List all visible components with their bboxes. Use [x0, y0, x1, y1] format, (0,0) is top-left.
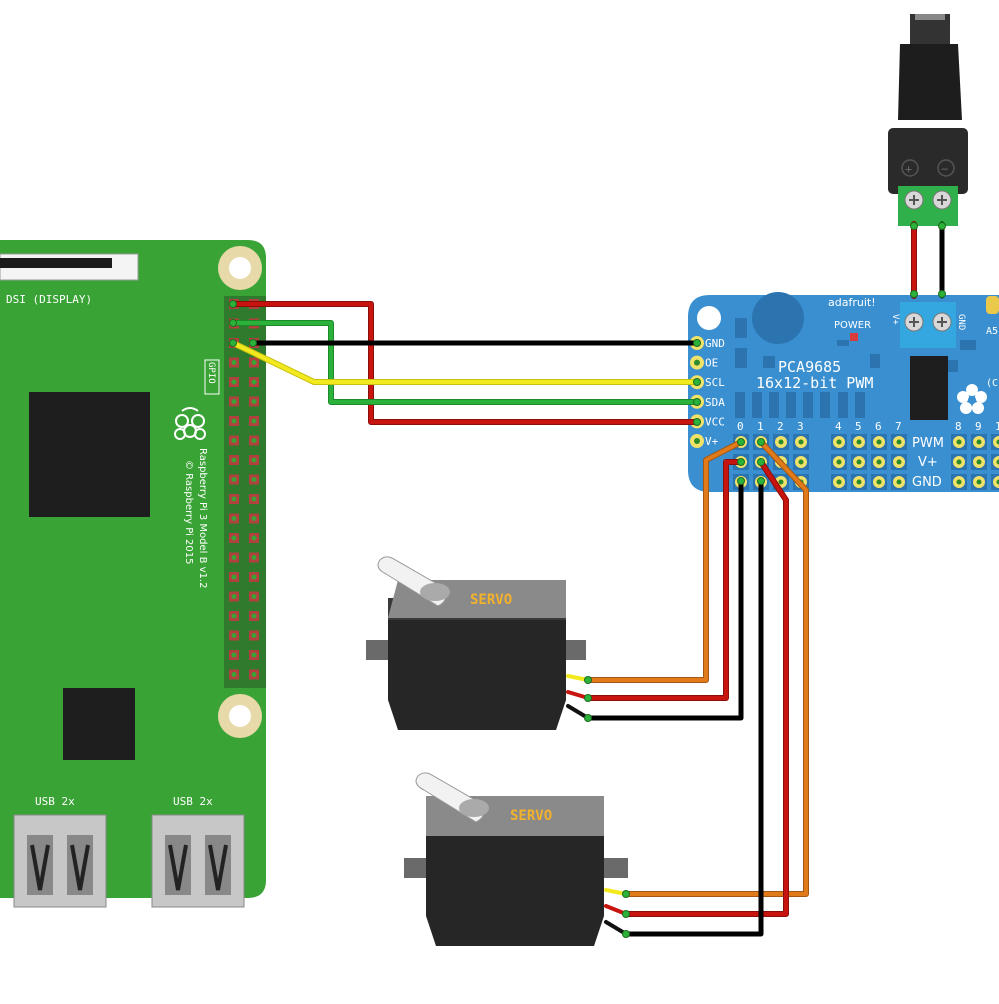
wire-endpoint	[623, 931, 630, 938]
usb-port-right	[152, 815, 244, 907]
edge-label: A5	[986, 326, 998, 337]
pca-pin-label: SDA	[705, 396, 725, 409]
channel-label: 4	[835, 420, 842, 433]
pca-pin-label: V+	[705, 435, 719, 448]
servo-2: SERVO	[404, 773, 628, 946]
servo-1: SERVO	[366, 557, 586, 730]
wire-endpoint	[623, 911, 630, 918]
wire-endpoint	[585, 677, 592, 684]
wire-endpoint	[738, 478, 745, 485]
servo-2-label: SERVO	[510, 808, 552, 824]
usb-label-right: USB 2x	[173, 795, 213, 808]
wire-servo2-signal	[626, 442, 806, 894]
pca-mount-hole	[697, 306, 721, 330]
svg-text:−: −	[941, 162, 948, 176]
wire-endpoint	[694, 399, 701, 406]
channel-label: 0	[737, 420, 744, 433]
row-label-gnd: GND	[912, 475, 942, 490]
wire-endpoint	[250, 340, 257, 347]
channel-label: 6	[875, 420, 882, 433]
wire-endpoint	[623, 891, 630, 898]
wire-endpoint	[911, 291, 918, 298]
pca-pin-label: SCL	[705, 376, 725, 389]
channel-label: 8	[955, 420, 962, 433]
lan-chip	[63, 688, 135, 760]
pi-copyright-text: © Raspberry Pi 2015	[183, 460, 194, 564]
channel-label: 5	[855, 420, 862, 433]
channel-label: 2	[777, 420, 784, 433]
gpio-label: GPIO	[206, 362, 216, 384]
wire-endpoint	[694, 340, 701, 347]
wire-endpoint	[758, 459, 765, 466]
wire-endpoint	[939, 223, 946, 230]
wire-servo1-power	[588, 462, 741, 698]
wire-endpoint	[911, 223, 918, 230]
wire-endpoint	[694, 419, 701, 426]
pca-pin-label: GND	[705, 337, 725, 350]
wire-endpoint	[230, 320, 237, 327]
pi-model-text: Raspberry Pi 3 Model B v1.2	[197, 448, 208, 588]
dc-power-jack: + −	[888, 14, 968, 226]
usb-port-left	[14, 815, 106, 907]
raspberry-pi-board: DSI (DISPLAY) Raspberry Pi 3 Model B v1.…	[0, 240, 266, 907]
wire-endpoint	[939, 291, 946, 298]
channel-label: 7	[895, 420, 902, 433]
wire-endpoint	[694, 379, 701, 386]
power-led	[850, 333, 858, 341]
terminal-gnd-label: GND	[956, 314, 966, 330]
wire-endpoint	[585, 695, 592, 702]
pca-pin-label: OE	[705, 357, 718, 370]
wire-endpoint	[738, 439, 745, 446]
partial-edge-label: (C	[986, 378, 998, 389]
usb-label-left: USB 2x	[35, 795, 75, 808]
row-label-pwm: PWM	[912, 436, 944, 451]
wire-endpoint	[230, 301, 237, 308]
channel-label: 9	[975, 420, 982, 433]
wire-endpoint	[738, 459, 745, 466]
pca-pin-label: VCC	[705, 415, 725, 428]
channel-label: 3	[797, 420, 804, 433]
wire-endpoint	[585, 715, 592, 722]
brand-text: adafruit!	[828, 296, 876, 309]
svg-text:+: +	[905, 162, 912, 176]
wire-endpoint	[230, 340, 237, 347]
pca-chip	[910, 356, 948, 420]
dsi-label: DSI (DISPLAY)	[6, 293, 92, 306]
mount-hole-top	[218, 246, 262, 290]
mount-hole-bottom	[218, 694, 262, 738]
row-label-vplus: V+	[918, 455, 938, 470]
wire-pi-sda	[233, 323, 697, 402]
wire-endpoint	[758, 478, 765, 485]
wire-endpoint	[758, 439, 765, 446]
soc-chip	[29, 392, 150, 517]
channel-label: 10	[995, 420, 999, 433]
terminal-vplus-label: V+	[890, 314, 900, 325]
channel-label: 1	[757, 420, 764, 433]
board-title-line2: 16x12-bit PWM	[756, 374, 873, 392]
servo-1-label: SERVO	[470, 592, 512, 608]
power-label: POWER	[834, 320, 871, 331]
